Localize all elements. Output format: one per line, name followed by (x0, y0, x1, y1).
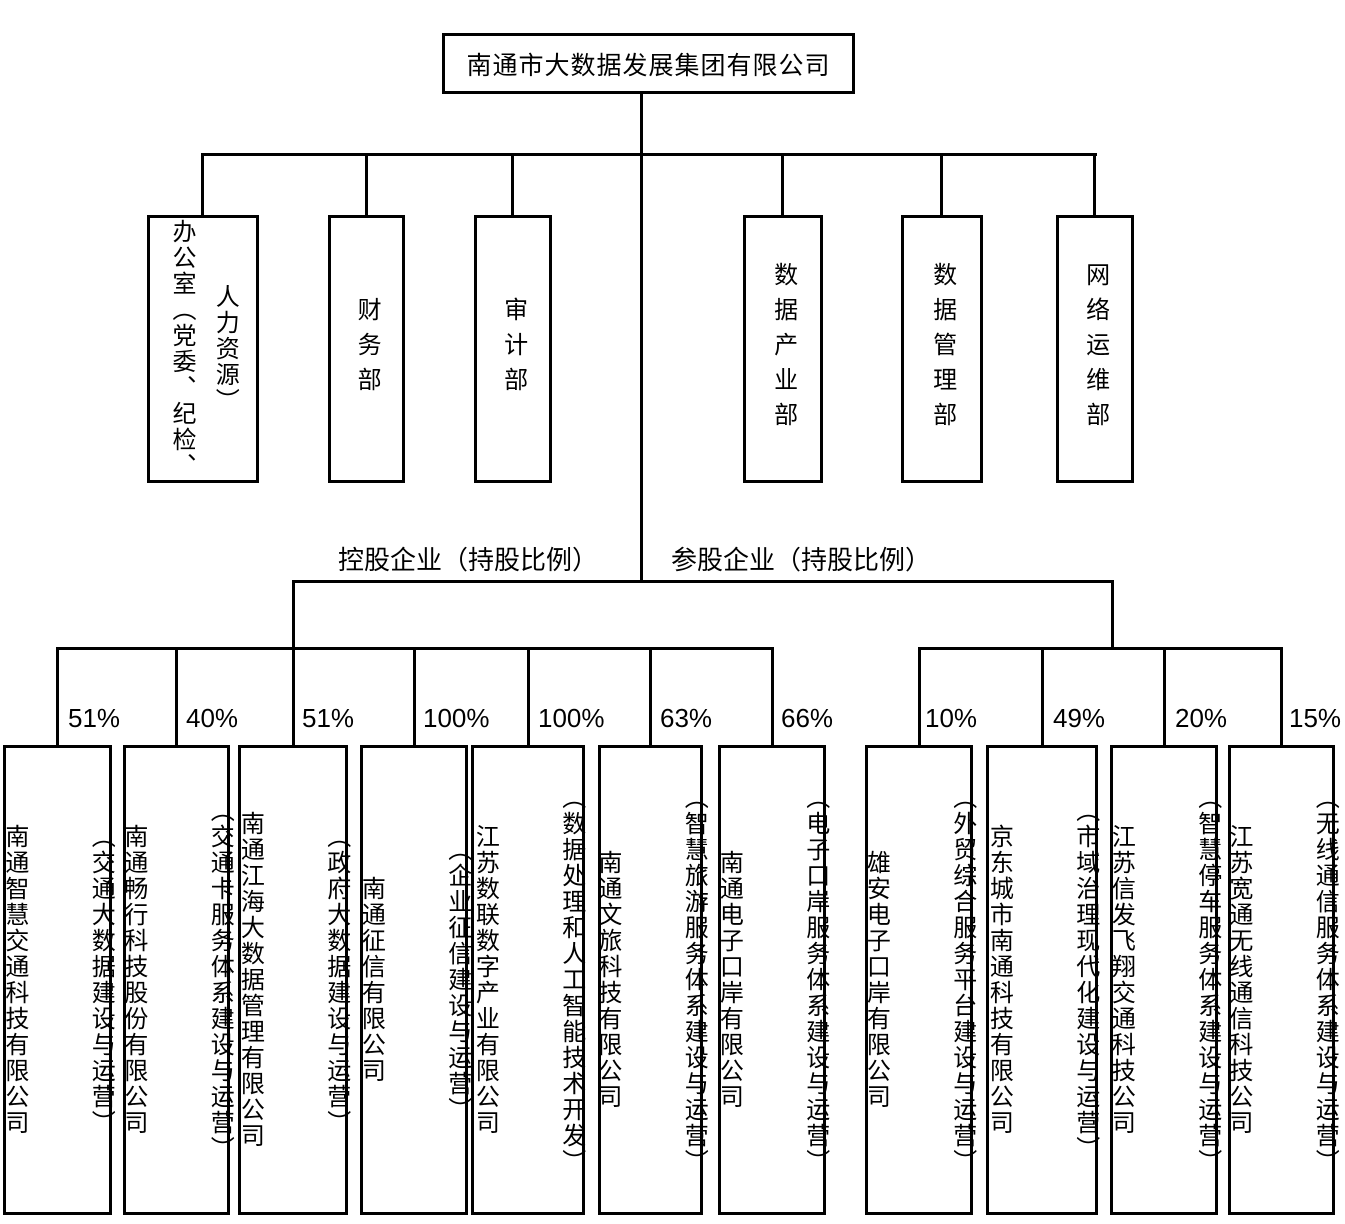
company-box-participating-1: 雄安电子口岸有限公司 （外贸综合服务平台建设与运营） (862, 745, 977, 1215)
connector-holding-branch (292, 580, 295, 650)
connector-dept-drop (1093, 156, 1096, 215)
company-box-holding-1: 南通智慧交通科技有限公司 （交通大数据建设与运营） (0, 745, 115, 1215)
department-label: 财务部 (353, 296, 382, 402)
connector-trunk (640, 93, 643, 583)
department-label: 办公室（党委、纪检、 人力资源） (168, 219, 240, 479)
company-business: （交通大数据建设与运营） (87, 824, 116, 1136)
company-box-participating-4: 江苏宽通无线通信科技公司 （无线通信服务体系建设与运营） (1225, 745, 1339, 1215)
company-name: 江苏信发飞翔交通科技公司 (1107, 824, 1136, 1136)
company-business: （政府大数据建设与运营） (322, 824, 351, 1136)
department-box-data-management: 数据管理部 (901, 215, 983, 483)
company-name: 南通畅行科技股份有限公司 (119, 824, 148, 1136)
connector-company-drop (175, 650, 178, 745)
company-name: 南通文旅科技有限公司 (593, 850, 622, 1110)
share-label: 66% (781, 703, 834, 733)
department-box-data-industry: 数据产业部 (743, 215, 823, 483)
share-label: 100% (423, 703, 490, 733)
department-label: 数据产业部 (769, 261, 798, 437)
department-box-finance: 财务部 (328, 215, 405, 483)
connector-company-drop (1041, 650, 1044, 745)
root-company-box: 南通市大数据发展集团有限公司 (442, 33, 855, 94)
company-name: 南通电子口岸有限公司 (715, 850, 744, 1110)
company-business: （无线通信服务体系建设与运营） (1311, 785, 1340, 1175)
company-box-holding-5: 江苏数联数字产业有限公司 （数据处理和人工智能技术开发） (471, 745, 586, 1215)
company-box-participating-3: 江苏信发飞翔交通科技公司 （智慧停车服务体系建设与运营） (1107, 745, 1222, 1215)
company-box-holding-4: 南通征信有限公司 （企业征信建设与运营） (357, 745, 472, 1215)
department-label: 网络运维部 (1081, 261, 1110, 437)
connector-holding-group-line (56, 647, 774, 650)
department-box-office: 办公室（党委、纪检、 人力资源） (147, 215, 259, 483)
share-label: 51% (68, 703, 121, 733)
company-business: （电子口岸服务体系建设与运营） (801, 785, 830, 1175)
connector-dept-drop (511, 156, 514, 215)
connector-subsidiary-line (292, 580, 1114, 583)
share-label: 100% (538, 703, 605, 733)
connector-company-drop (1280, 650, 1283, 745)
company-business: （数据处理和人工智能技术开发） (557, 785, 586, 1175)
company-box-holding-2: 南通畅行科技股份有限公司 （交通卡服务体系建设与运营） (120, 745, 234, 1215)
company-name: 京东城市南通科技有限公司 (985, 824, 1014, 1136)
connector-participating-branch (1111, 580, 1114, 650)
connector-company-drop (649, 650, 652, 745)
company-business: （智慧旅游服务体系建设与运营） (680, 785, 709, 1175)
company-business: （交通卡服务体系建设与运营） (206, 798, 235, 1162)
share-label: 63% (660, 703, 713, 733)
share-label: 15% (1289, 703, 1342, 733)
company-business: （市域治理现代化建设与运营） (1071, 798, 1100, 1162)
share-label: 49% (1053, 703, 1106, 733)
company-name: 江苏数联数字产业有限公司 (471, 824, 500, 1136)
connector-company-drop (413, 650, 416, 745)
department-label: 数据管理部 (928, 261, 957, 437)
connector-company-drop (56, 650, 59, 745)
department-box-network-ops: 网络运维部 (1056, 215, 1134, 483)
connector-participating-group-line (918, 647, 1283, 650)
connector-dept-drop (781, 156, 784, 215)
participating-branch-label: 参股企业（持股比例） (671, 546, 932, 576)
share-label: 40% (186, 703, 239, 733)
department-label: 审计部 (499, 296, 528, 402)
share-label: 10% (925, 703, 978, 733)
connector-company-drop (771, 650, 774, 745)
connector-company-drop (527, 650, 530, 745)
connector-dept-drop (940, 156, 943, 215)
company-box-participating-2: 京东城市南通科技有限公司 （市域治理现代化建设与运营） (985, 745, 1100, 1215)
department-box-audit: 审计部 (474, 215, 552, 483)
company-name: 南通智慧交通科技有限公司 (0, 824, 29, 1136)
company-box-holding-6: 南通文旅科技有限公司 （智慧旅游服务体系建设与运营） (594, 745, 708, 1215)
company-business: （企业征信建设与运营） (443, 837, 472, 1123)
company-business: （智慧停车服务体系建设与运营） (1193, 785, 1222, 1175)
company-box-holding-3: 南通江海大数据管理有限公司 （政府大数据建设与运营） (236, 745, 351, 1215)
share-label: 20% (1175, 703, 1228, 733)
connector-company-drop (1163, 650, 1166, 745)
company-name: 南通征信有限公司 (357, 876, 386, 1084)
company-name: 江苏宽通无线通信科技公司 (1224, 824, 1253, 1136)
connector-dept-drop (365, 156, 368, 215)
connector-company-drop (918, 650, 921, 745)
connector-dept-drop (201, 156, 204, 215)
company-box-holding-7: 南通电子口岸有限公司 （电子口岸服务体系建设与运营） (715, 745, 830, 1215)
connector-dept-line (201, 153, 1097, 156)
connector-company-drop (292, 650, 295, 745)
share-label: 51% (302, 703, 355, 733)
company-name: 雄安电子口岸有限公司 (862, 850, 891, 1110)
company-business: （外贸综合服务平台建设与运营） (948, 785, 977, 1175)
root-company-name: 南通市大数据发展集团有限公司 (466, 50, 831, 80)
holding-branch-label: 控股企业（持股比例） (338, 546, 599, 576)
company-name: 南通江海大数据管理有限公司 (236, 811, 265, 1149)
